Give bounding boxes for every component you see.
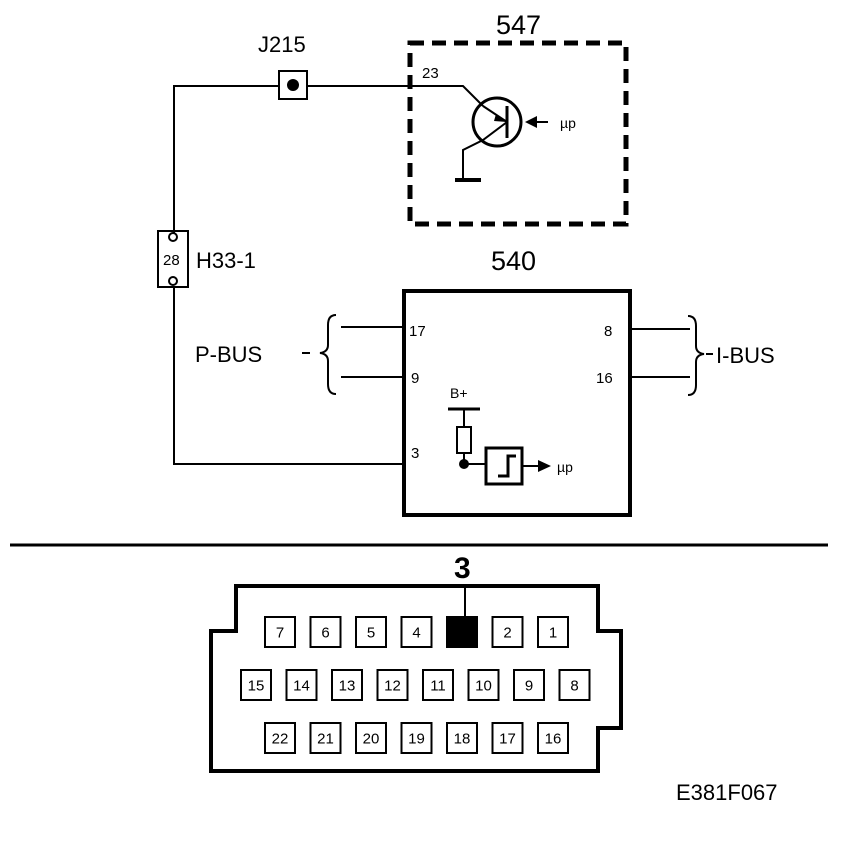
pin-number: 7 bbox=[276, 625, 284, 642]
pin-cell bbox=[558, 669, 591, 701]
pin-number: 1 bbox=[549, 625, 557, 642]
wire-j215-to-h33 bbox=[173, 85, 484, 465]
module-540-label: 540 bbox=[491, 246, 536, 276]
pin-number: 16 bbox=[545, 731, 562, 748]
pin-cell bbox=[400, 616, 433, 648]
pin-number: 21 bbox=[317, 731, 334, 748]
pin-number: 10 bbox=[475, 678, 492, 695]
connector-highlight-label: 3 bbox=[454, 552, 471, 585]
pin-number: 19 bbox=[408, 731, 425, 748]
pin-number: 6 bbox=[321, 625, 329, 642]
pin-number: 13 bbox=[339, 678, 356, 695]
pin-number: 22 bbox=[272, 731, 289, 748]
pin-number: 18 bbox=[454, 731, 471, 748]
pin-cell bbox=[537, 616, 569, 648]
pin-cell bbox=[240, 669, 272, 701]
pin-cell bbox=[491, 722, 524, 754]
pin-cell bbox=[467, 669, 500, 701]
pin-cell bbox=[285, 669, 318, 701]
pin-number: 5 bbox=[367, 625, 375, 642]
pin-cell bbox=[331, 669, 363, 701]
p-bus-label: P-BUS bbox=[195, 342, 262, 367]
pin-cell bbox=[422, 669, 454, 701]
module-540-box bbox=[402, 289, 632, 517]
pin-number: 8 bbox=[570, 678, 578, 695]
pin-cell bbox=[264, 616, 296, 648]
pin-number: 9 bbox=[525, 678, 533, 695]
pin-cell bbox=[446, 722, 478, 754]
pin-cell bbox=[309, 616, 342, 648]
pin-number: 15 bbox=[248, 678, 265, 695]
pin-cell bbox=[400, 722, 433, 754]
pin-3-highlighted bbox=[446, 616, 478, 648]
h33-pin-label: 28 bbox=[163, 252, 180, 269]
pin-3-label: 3 bbox=[411, 445, 419, 462]
mu-p-label-540: µp bbox=[557, 459, 573, 475]
pin-cell bbox=[537, 722, 569, 754]
pin-number: 17 bbox=[499, 731, 516, 748]
module-547-label: 547 bbox=[496, 10, 541, 40]
mu-p-label-547: µp bbox=[560, 115, 576, 131]
pullup-resistor bbox=[448, 407, 486, 469]
connector-housing bbox=[209, 584, 623, 773]
pin-cell bbox=[355, 722, 387, 754]
pin-number: 20 bbox=[363, 731, 380, 748]
j215-label: J215 bbox=[258, 32, 306, 57]
pin-cell bbox=[513, 669, 545, 701]
pin-number: 12 bbox=[384, 678, 401, 695]
pin-number: 2 bbox=[503, 625, 511, 642]
pin-17-label: 17 bbox=[409, 323, 426, 340]
j215-splice bbox=[278, 70, 308, 100]
pin-cell bbox=[355, 616, 387, 648]
pin-cell bbox=[376, 669, 409, 701]
b-plus-label: B+ bbox=[450, 385, 468, 401]
pin-cell bbox=[264, 722, 296, 754]
pin-number: 11 bbox=[430, 678, 446, 695]
p-bus-lines bbox=[302, 314, 404, 395]
pin-cell bbox=[491, 616, 524, 648]
pin-number: 14 bbox=[293, 678, 310, 695]
pin-8-label: 8 bbox=[604, 323, 612, 340]
pin-16-label: 16 bbox=[596, 370, 613, 387]
pin-number: 4 bbox=[412, 625, 420, 642]
figure-id: E381F067 bbox=[676, 780, 778, 805]
pin-9-label: 9 bbox=[411, 370, 419, 387]
pin-cell bbox=[309, 722, 342, 754]
pin-23-label: 23 bbox=[422, 65, 439, 82]
i-bus-label: I-BUS bbox=[716, 343, 775, 368]
transistor-symbol bbox=[455, 96, 548, 182]
h33-label: H33-1 bbox=[196, 248, 256, 273]
h33-connector bbox=[157, 230, 189, 288]
schmitt-trigger-symbol bbox=[484, 446, 551, 486]
i-bus-lines bbox=[630, 315, 713, 396]
